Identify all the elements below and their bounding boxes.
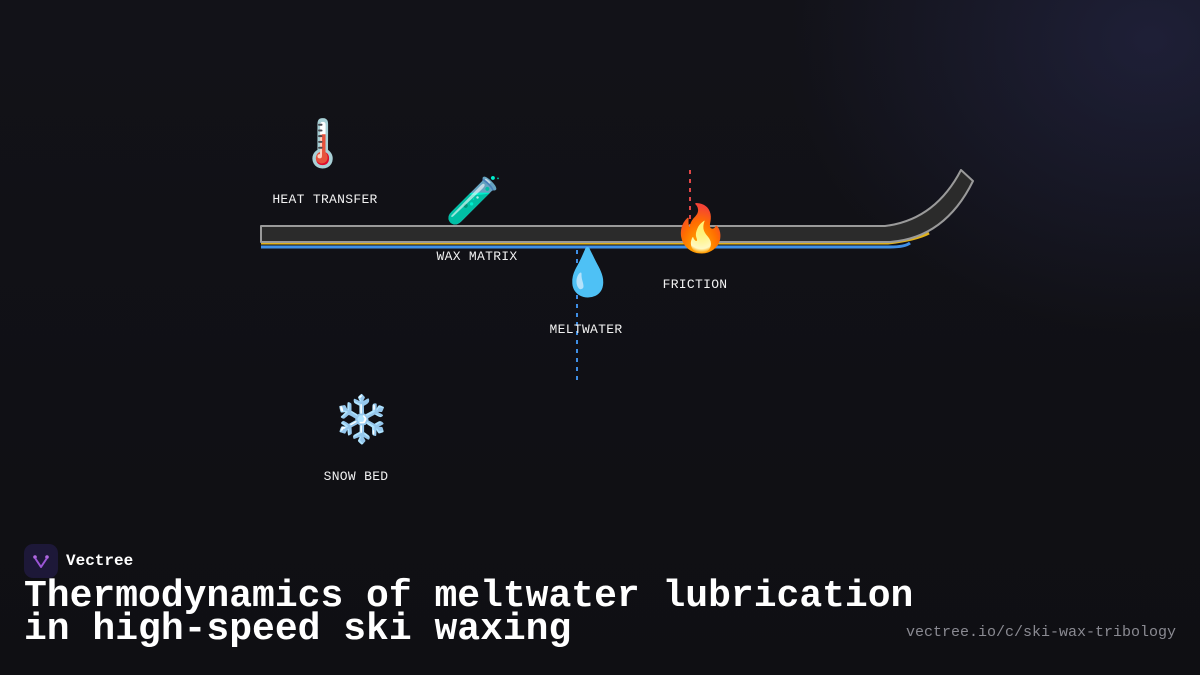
heat-transfer-label: HEAT TRANSFER (272, 192, 378, 207)
ski-diagram-svg (260, 169, 974, 380)
title-line-2: in high-speed ski waxing (24, 608, 572, 651)
droplet-icon: 💧 (559, 245, 617, 299)
ski-wax-diagram: 🌡️ HEAT TRANSFER 🧪 WAX MATRIX 💧 MELTWATE… (260, 116, 974, 484)
friction-label: FRICTION (662, 277, 728, 292)
source-url: vectree.io/c/ski-wax-tribology (905, 624, 1176, 641)
brand: Vectree (24, 544, 133, 578)
fire-icon: 🔥 (672, 201, 730, 255)
wax-matrix-label: WAX MATRIX (436, 249, 518, 264)
brand-name: Vectree (66, 552, 134, 570)
ski-body (260, 169, 974, 243)
page-title: Thermodynamics of meltwater lubrication … (24, 575, 914, 651)
vectree-logo-icon (24, 544, 58, 578)
meltwater-label: MELTWATER (549, 322, 623, 337)
snow-bed-label: SNOW BED (323, 469, 389, 484)
thermometer-icon: 🌡️ (294, 116, 352, 170)
title-line-1: Thermodynamics of meltwater lubrication (24, 575, 914, 618)
ski-base-layer (261, 241, 911, 249)
test-tube-icon: 🧪 (445, 173, 503, 227)
snowflake-icon: ❄️ (333, 392, 391, 446)
